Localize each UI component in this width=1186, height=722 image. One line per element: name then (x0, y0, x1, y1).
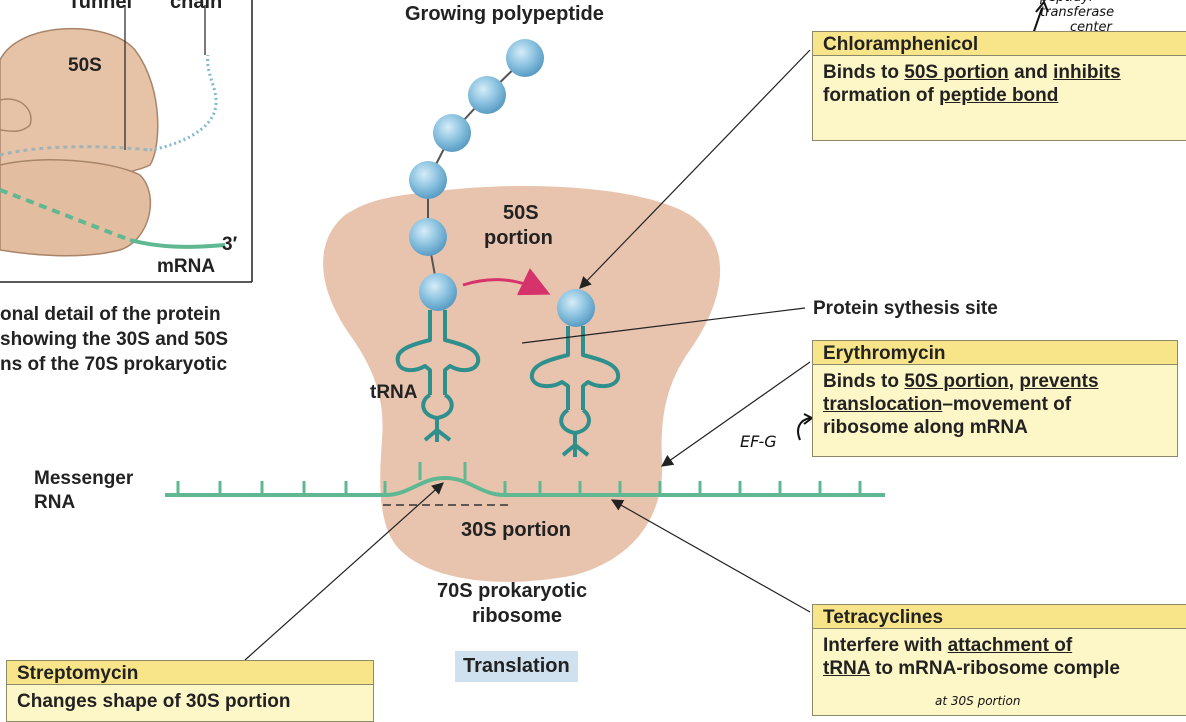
chloramphenicol-pointer (579, 49, 811, 289)
inset-mrna (129, 238, 226, 249)
portion-50s-label: 50S (503, 202, 539, 224)
mrna-strand (165, 462, 885, 506)
streptomycin-pointer (244, 482, 444, 661)
peptide-transfer-arrow (462, 268, 551, 296)
growing-polypeptide-label: Growing polypeptide (405, 3, 604, 25)
chloramphenicol-box: Chloramphenicol Binds to 50S portion and… (812, 31, 1186, 141)
erythromycin-body: Binds to 50S portion, prevents transloca… (823, 371, 1099, 438)
amino-acid (468, 76, 506, 114)
inset-mrna-label: mRNA (157, 256, 216, 277)
tetracyclines-body: Interfere with attachment of tRNA to mRN… (823, 635, 1120, 679)
trna-right (529, 326, 621, 457)
inset-3prime-label: 3′ (222, 234, 238, 255)
growing-polypeptide-chain (409, 39, 595, 327)
protein-synthesis-site-label: Protein sythesis site (813, 298, 998, 319)
inset-50s-subunit (0, 27, 159, 177)
handwritten-note: transferase (1040, 5, 1115, 20)
ribosome-label: 70S prokaryotic (437, 580, 588, 602)
amino-acid (506, 39, 544, 77)
amino-acid (433, 114, 471, 152)
ribosome-label: ribosome (472, 605, 563, 627)
erythromycin-box: Erythromycin Binds to 50S portion, preve… (812, 340, 1178, 457)
amino-acid (409, 161, 447, 199)
inset-chain (149, 54, 218, 152)
streptomycin-body: Changes shape of 30S portion (17, 691, 291, 712)
handwritten-at-30s: at 30S portion (935, 694, 1021, 708)
messenger-rna-label: RNA (34, 492, 76, 513)
inset-30s-subunit (0, 159, 152, 257)
inset-tunnel-label: Tunnel (68, 0, 133, 13)
inset-caption-line: ns of the 70S prokaryotic (0, 354, 228, 375)
handwritten-note: center (1070, 20, 1112, 35)
trna-label: tRNA (370, 382, 418, 403)
messenger-rna-label: Messenger (34, 468, 134, 489)
portion-30s-label: 30S portion (461, 519, 572, 541)
inset-mrna-dashed (0, 188, 131, 242)
amino-acid (419, 273, 457, 311)
tetracyclines-pointer (610, 499, 811, 613)
trna-left (395, 310, 481, 442)
tetracyclines-title: Tetracyclines (813, 605, 1186, 629)
handwritten-ef-g: EF-G (740, 432, 777, 451)
amino-acid (409, 218, 447, 256)
protein-site-pointer (521, 307, 806, 344)
translation-tag: Translation (455, 651, 578, 682)
chloramphenicol-title: Chloramphenicol (813, 32, 1186, 56)
chloramphenicol-body: Binds to 50S portion and inhibits format… (823, 62, 1121, 106)
erythromycin-pointer (661, 361, 811, 467)
erythromycin-title: Erythromycin (813, 341, 1177, 365)
inset-chain-label: chain (170, 0, 223, 13)
tetracyclines-box: Tetracyclines Interfere with attachment … (812, 604, 1186, 716)
inset-caption-line: showing the 30S and 50S (0, 329, 229, 350)
streptomycin-box: Streptomycin Changes shape of 30S portio… (6, 660, 374, 722)
inset-50s-label: 50S (68, 55, 102, 76)
amino-acid (557, 289, 595, 327)
inset-caption-line: onal detail of the protein (0, 304, 221, 325)
handwritten-note: peptidyl (1040, 0, 1093, 5)
streptomycin-title: Streptomycin (7, 661, 373, 685)
inset-panel (0, 0, 253, 283)
portion-50s-label: portion (484, 227, 553, 249)
